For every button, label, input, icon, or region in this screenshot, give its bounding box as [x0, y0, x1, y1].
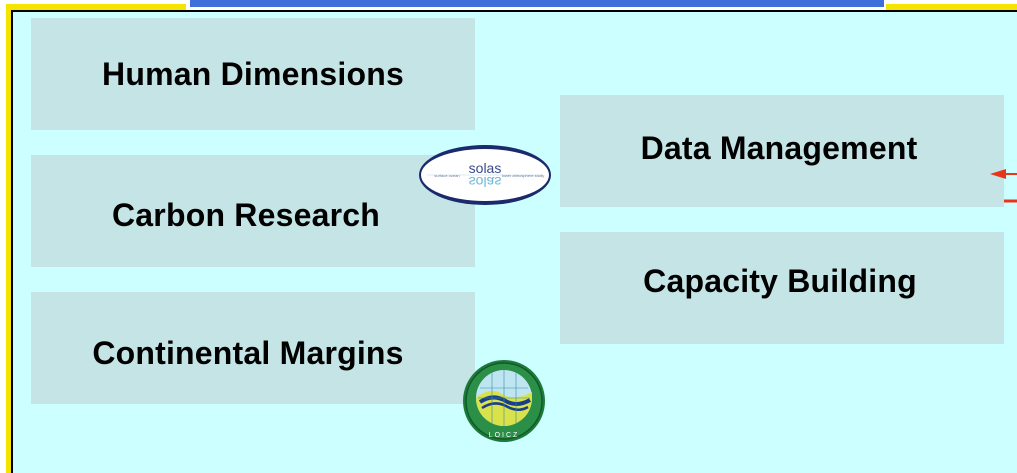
yellow-frame-top-left [6, 4, 186, 10]
human-dimensions-box: Human Dimensions [31, 18, 475, 130]
capacity-building-box: Capacity Building [560, 232, 1004, 344]
solas-logo: solas solas surface ocean lower atmosphe… [419, 145, 551, 205]
solas-mirrored-wordmark: solas [469, 174, 502, 190]
continental-margins-box: Continental Margins [31, 292, 475, 404]
loicz-wordmark: LOICZ [489, 432, 520, 439]
carbon-research-box: Carbon Research [31, 155, 475, 267]
continental-margins-label: Continental Margins [92, 334, 404, 371]
arrow-stub-icon [990, 169, 1017, 203]
human-dimensions-label: Human Dimensions [102, 55, 404, 92]
solas-left-tagline: surface ocean [434, 173, 459, 178]
carbon-research-label: Carbon Research [112, 196, 380, 233]
solas-right-tagline: lower atmosphere study [502, 173, 544, 178]
top-blue-bar [190, 0, 884, 7]
yellow-frame-left [6, 4, 11, 473]
yellow-frame-top-right [886, 4, 1017, 10]
loicz-logo: LOICZ [463, 360, 545, 442]
data-management-box: Data Management [560, 95, 1004, 207]
solas-wordmark: solas [469, 160, 502, 176]
capacity-building-label: Capacity Building [643, 262, 917, 299]
data-management-label: Data Management [640, 129, 918, 166]
